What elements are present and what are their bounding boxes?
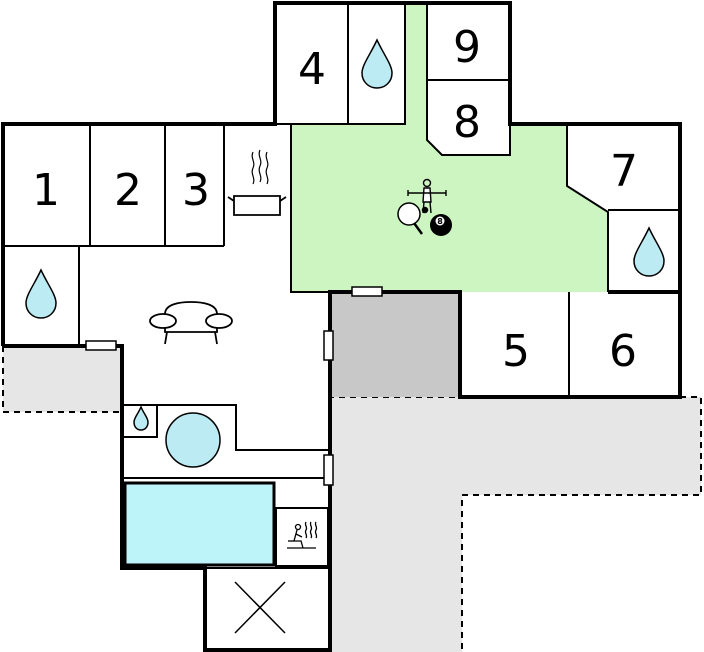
sofa-icon — [149, 301, 233, 345]
cooking-pot-icon — [227, 149, 287, 216]
room-5-label: 5 — [502, 326, 530, 377]
water-drop-icon — [633, 226, 665, 277]
terrace-right — [329, 396, 702, 652]
door-utility — [351, 286, 383, 297]
room-7-label: 7 — [610, 146, 638, 197]
outer-walls — [1, 1, 682, 652]
swimming-pool-icon — [123, 481, 276, 567]
sauna-icon — [287, 521, 318, 549]
interior-walls — [3, 3, 680, 569]
water-drops — [25, 38, 665, 431]
room-8-label: 8 — [453, 97, 481, 148]
cross-icon — [234, 581, 286, 634]
water-drop-icon — [361, 38, 393, 89]
door-terrace-left — [85, 340, 117, 351]
activity-room — [291, 3, 608, 292]
room-3-label: 3 — [182, 165, 210, 216]
billiard-ball-number: 8 — [437, 217, 443, 226]
table-tennis-icon — [397, 202, 429, 235]
doors — [85, 286, 383, 486]
room-6-label: 6 — [609, 326, 637, 377]
room-1-label: 1 — [32, 165, 60, 216]
water-drop-icon — [25, 268, 57, 319]
table-football-icon — [407, 178, 447, 214]
utility-room — [330, 292, 460, 397]
room-9-label: 9 — [453, 22, 481, 73]
whirlpool-icon — [165, 412, 221, 468]
door-side-upper — [323, 330, 334, 361]
room-2-label: 2 — [114, 165, 142, 216]
billiard-ball-icon: 8 — [430, 214, 452, 236]
water-drop-icon — [133, 405, 149, 431]
terrace-left — [2, 346, 123, 413]
room-4-label: 4 — [298, 44, 326, 95]
door-side-lower — [323, 454, 334, 486]
